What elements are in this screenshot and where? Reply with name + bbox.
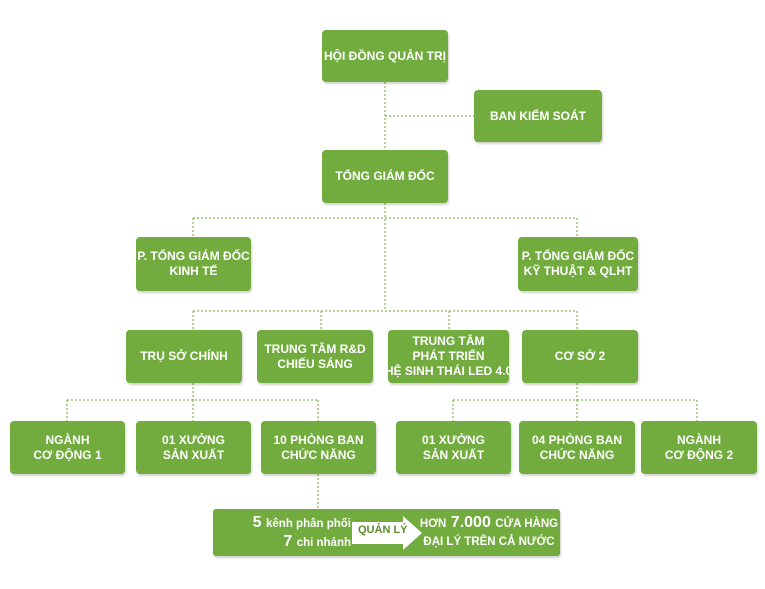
arrow-right-icon (352, 516, 422, 550)
node-label-line: NGÀNH (677, 432, 721, 447)
node-label-line: 01 XƯỞNG (162, 432, 225, 447)
node-label-line: TRUNG TÂM (412, 334, 485, 348)
node-site2: CƠ SỞ 2 (522, 330, 638, 383)
branches-number: 7 (283, 533, 293, 550)
node-label-line: 04 PHÒNG BAN (531, 432, 623, 447)
node-label-line: KINH TẾ (169, 264, 218, 278)
node-label-line: TRỤ SỞ CHÍNH (140, 349, 228, 363)
channels-block: 5 kênh phân phối 7 chi nhánh (219, 514, 351, 552)
distribution-banner: 5 kênh phân phối 7 chi nhánh QUẢN LÝ HƠN… (213, 509, 560, 556)
node-label-line: NGÀNH (45, 432, 90, 447)
node-label-line: P. TỔNG GIÁM ĐỐC (137, 249, 250, 263)
channels-number: 5 (252, 514, 262, 531)
branches-text: chi nhánh (296, 537, 351, 549)
node-label-line: SẢN XUẤT (422, 447, 485, 462)
node-label-line: 01 XƯỞNG (422, 432, 485, 447)
stores-block: HƠN 7.000 CỬA HÀNG ĐẠI LÝ TRÊN CẢ NƯỚC (419, 514, 559, 551)
node-label-line: CƠ ĐỘNG 1 (33, 447, 102, 462)
node-label-line: HỆ SINH THÁI LED 4.0 (384, 364, 513, 378)
node-label-line: KỸ THUẬT & QLHT (523, 264, 633, 278)
node-label-line: 10 PHÒNG BAN (273, 432, 364, 447)
node-label-line: TỔNG GIÁM ĐỐC (335, 169, 435, 183)
node-board: HỘI ĐỒNG QUẢN TRỊ (322, 30, 448, 82)
node-label-line: CƠ SỞ 2 (554, 349, 606, 363)
node-label-line: BAN KIỂM SOÁT (490, 108, 586, 123)
node-label-line: P. TỔNG GIÁM ĐỐC (521, 249, 635, 263)
node-label-line: CHỨC NĂNG (539, 447, 615, 462)
node-label-line: SẢN XUẤT (162, 447, 225, 462)
manage-label: QUẢN LÝ (358, 524, 408, 536)
stores-prefix: HƠN (419, 518, 447, 530)
node-label-line: TRUNG TÂM R&D (264, 341, 366, 356)
node-headquarters: TRỤ SỞ CHÍNH (126, 330, 242, 383)
stores-text: CỬA HÀNG (495, 518, 559, 530)
stores-line2: ĐẠI LÝ TRÊN CẢ NƯỚC (423, 536, 555, 548)
node-label-line: PHÁT TRIỂN (412, 349, 485, 363)
node-label-line: CƠ ĐỘNG 2 (664, 447, 734, 462)
node-label-line: CHỨC NĂNG (281, 447, 356, 462)
channels-text: kênh phân phối (266, 518, 351, 530)
node-supervisory: BAN KIỂM SOÁT (474, 90, 602, 142)
node-label-line: HỘI ĐỒNG QUẢN TRỊ (324, 48, 446, 63)
node-label-line: CHIẾU SÁNG (277, 356, 353, 371)
node-ceo: TỔNG GIÁM ĐỐC (322, 150, 448, 203)
stores-number: 7.000 (450, 514, 491, 531)
